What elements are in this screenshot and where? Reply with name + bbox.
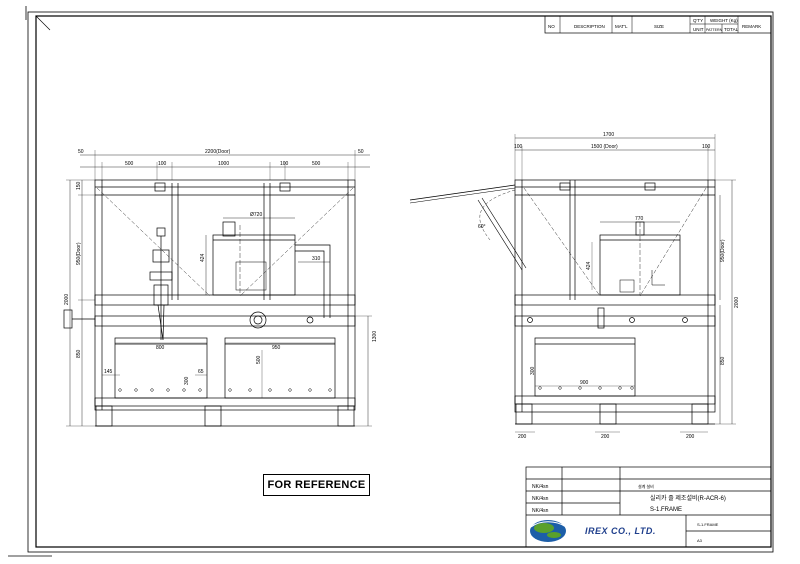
side-view [409, 134, 736, 433]
hdr-weight: WEIGHT (Kg) [710, 18, 738, 23]
side-dim-angle: 60° [478, 224, 486, 230]
dim-height-950: 950(Door) [76, 242, 82, 265]
hdr-remark: REMARK [742, 24, 761, 29]
dim-top-150: 150 [76, 181, 82, 190]
rev-row-3: NK/4sn [532, 508, 549, 514]
title-block [525, 466, 772, 548]
side-dim-2000: 2000 [734, 297, 740, 308]
hdr-description: DESCRIPTION [574, 24, 605, 29]
front-view [63, 150, 372, 427]
dim-500: 500 [256, 355, 262, 364]
for-reference-stamp: FOR REFERENCE [263, 474, 370, 496]
side-dim-300: 300 [530, 366, 536, 375]
dim-seg-1000: 1000 [218, 161, 229, 167]
dim-145: 145 [104, 369, 113, 375]
rev-row-1: NK/4sn [532, 484, 549, 490]
dim-seg-100b: 100 [280, 161, 289, 167]
dim-800: 800 [156, 345, 165, 351]
dim-overall-width: 2200(Door) [205, 149, 231, 155]
side-dim-900: 900 [580, 380, 589, 386]
drawing-number: S-1.FRAME [697, 522, 719, 527]
side-dim-424: 424 [586, 261, 592, 270]
hdr-size: SIZE [654, 24, 664, 29]
side-dim-right-100: 100 [702, 144, 711, 150]
dim-300: 300 [184, 376, 190, 385]
hdr-pattern: PATTERN [706, 28, 723, 32]
hdr-total: TOTAL [724, 27, 739, 32]
sheet-size: A3 [697, 538, 703, 543]
hdr-qty: Q'TY [693, 18, 703, 23]
title-small-label: 설계 설비 [638, 483, 654, 489]
dim-1300: 1300 [372, 331, 378, 342]
parts-list-header: NO DESCRIPTION MAT'L SIZE Q'TY UNIT WEIG… [544, 15, 772, 34]
outer-border [27, 11, 774, 553]
dim-seg-500a: 500 [125, 161, 134, 167]
dim-right-margin: 50 [358, 149, 364, 155]
dim-seg-100a: 100 [158, 161, 167, 167]
side-dim-foot-c: 200 [686, 434, 695, 440]
hdr-matl: MAT'L [615, 24, 628, 29]
title-line-1: 실리카 졸 제조설비(R-ACR-6) [650, 494, 726, 502]
dim-65: 65 [198, 369, 204, 375]
dim-lower-850: 850 [76, 349, 82, 358]
title-line-2: S-1.FRAME [650, 507, 682, 513]
dim-seg-500b: 500 [312, 161, 321, 167]
hdr-unit: UNIT [693, 27, 704, 32]
inner-border [35, 15, 772, 548]
company-logo-icon [530, 520, 567, 542]
dim-310: 310 [312, 256, 321, 262]
side-dim-door: 1500 (Door) [591, 144, 618, 150]
dim-950: 950 [272, 345, 281, 351]
dim-dia: Ø720 [250, 212, 262, 218]
side-dim-foot-a: 200 [518, 434, 527, 440]
side-dim-left-100: 100 [514, 144, 523, 150]
dim-total-2000: 2000 [64, 294, 70, 305]
side-dim-770: 770 [635, 216, 644, 222]
rev-row-2: NK/4sn [532, 496, 549, 502]
side-dim-overall: 1700 [603, 132, 614, 138]
side-dim-850: 850 [720, 356, 726, 365]
hdr-no: NO [548, 24, 555, 29]
side-dim-foot-b: 200 [601, 434, 610, 440]
side-dim-950: 950(Door) [720, 239, 726, 262]
front-view-labels: 50 2200(Door) 50 500 100 1000 100 500 15… [64, 149, 378, 385]
side-view-labels: 1700 100 1500 (Door) 100 770 950(Door) 2… [478, 132, 740, 440]
title-block-text: NK/4sn NK/4sn NK/4sn 설계 설비 실리카 졸 제조설비(R-… [532, 483, 726, 543]
company-name: IREX CO., LTD. [585, 526, 656, 536]
dim-left-margin: 50 [78, 149, 84, 155]
dim-424: 424 [200, 253, 206, 262]
